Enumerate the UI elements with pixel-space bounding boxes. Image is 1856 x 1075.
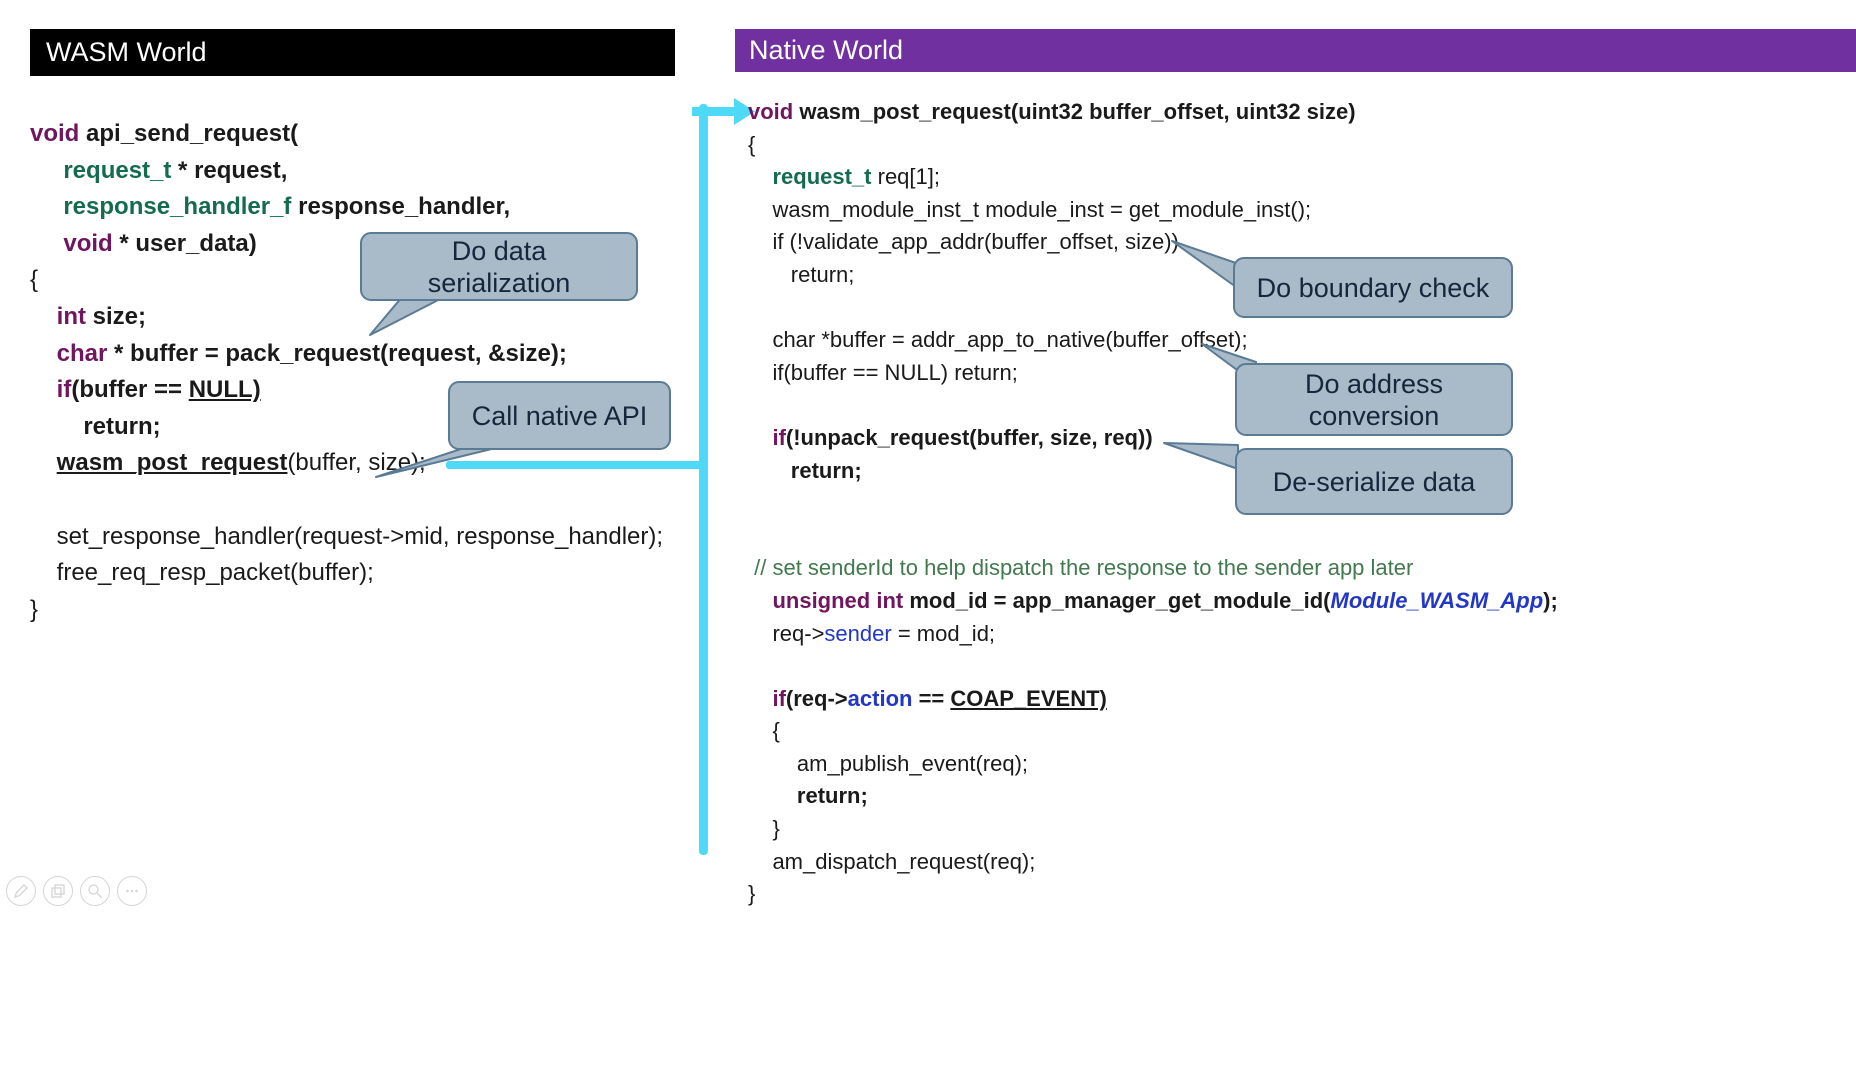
code-line <box>748 520 1558 553</box>
code-line: } <box>748 816 780 842</box>
more-tools-icon[interactable] <box>117 876 147 906</box>
wasm-code-block: void api_send_request( request_t * reque… <box>30 116 663 628</box>
code-line: req->sender = mod_id; <box>748 620 996 646</box>
code-line: } <box>30 595 39 623</box>
callout-text: Do boundary check <box>1256 272 1490 303</box>
code-line: return; <box>796 783 868 809</box>
callout-text: De-serialize data <box>1272 466 1476 497</box>
callout-do-data-serialization: Do data serialization <box>360 232 638 301</box>
wasm-world-title: WASM World <box>46 37 207 67</box>
code-line: if(req->action == COAP_EVENT) <box>772 685 1107 711</box>
code-line: wasm_post_request(buffer, size); <box>56 449 426 477</box>
presenter-toolbar <box>6 876 147 906</box>
code-line: free_req_resp_packet(buffer); <box>30 559 374 587</box>
world-boundary-line <box>699 104 708 855</box>
callout-text: conversion <box>1308 400 1440 431</box>
native-code-block: void wasm_post_request(uint32 buffer_off… <box>748 96 1558 911</box>
code-line: int size; <box>56 302 147 330</box>
wasm-world-header: WASM World <box>30 29 675 76</box>
callout-tail <box>1171 240 1237 288</box>
callout-text: Call native API <box>471 400 648 431</box>
code-line: if(buffer == NULL) return; <box>748 359 1018 385</box>
native-call-connector-line <box>446 461 702 469</box>
native-call-arrow-icon <box>692 98 755 125</box>
code-line: wasm_module_inst_t module_inst = get_mod… <box>748 196 1312 222</box>
code-line: { <box>748 718 780 744</box>
callout-tail <box>369 297 445 336</box>
code-line: { <box>30 266 39 294</box>
pen-tool-icon[interactable] <box>6 876 36 906</box>
code-line: if (!validate_app_addr(buffer_offset, si… <box>748 229 1179 255</box>
code-line: set_response_handler(request->mid, respo… <box>30 522 664 550</box>
code-line: am_dispatch_request(req); <box>748 848 1036 874</box>
code-line: void api_send_request( <box>30 120 299 147</box>
callout-text: Do data <box>451 235 547 266</box>
code-line: return; <box>83 412 161 440</box>
code-line: char *buffer = addr_app_to_native(buffer… <box>748 327 1248 353</box>
code-line: void wasm_post_request(uint32 buffer_off… <box>748 99 1356 124</box>
code-line: request_t req[1]; <box>772 164 940 190</box>
code-line: } <box>748 881 756 907</box>
callout-deserialize-data: De-serialize data <box>1235 448 1513 515</box>
callout-tail <box>1163 442 1239 470</box>
code-line: request_t * request, <box>63 156 288 184</box>
callout-do-boundary-check: Do boundary check <box>1233 257 1513 318</box>
code-line: if(buffer == NULL) <box>56 376 261 404</box>
code-line: { <box>748 131 756 157</box>
code-line: response_handler_f response_handler, <box>63 193 511 221</box>
callout-do-address-conversion: Do address conversion <box>1235 363 1513 436</box>
annotate-tool-icon[interactable] <box>43 876 73 906</box>
native-world-title: Native World <box>749 35 904 65</box>
callout-tail <box>375 446 505 478</box>
code-line: if(!unpack_request(buffer, size, req)) <box>772 424 1153 450</box>
native-world-header: Native World <box>735 29 1856 72</box>
code-line: return; <box>748 261 855 287</box>
magnifier-tool-icon[interactable] <box>80 876 110 906</box>
callout-text: Do address <box>1304 368 1444 399</box>
code-line: // set senderId to help dispatch the res… <box>754 555 1414 581</box>
code-line: am_publish_event(req); <box>748 750 1029 776</box>
code-line: void * user_data) <box>63 229 257 257</box>
code-line <box>30 482 663 519</box>
callout-call-native-api: Call native API <box>448 381 671 450</box>
code-line: return; <box>790 457 862 483</box>
code-line: unsigned int mod_id = app_manager_get_mo… <box>772 587 1558 613</box>
code-line <box>748 650 1558 683</box>
code-line: char * buffer = pack_request(request, &s… <box>56 339 567 367</box>
callout-text: serialization <box>427 267 571 298</box>
